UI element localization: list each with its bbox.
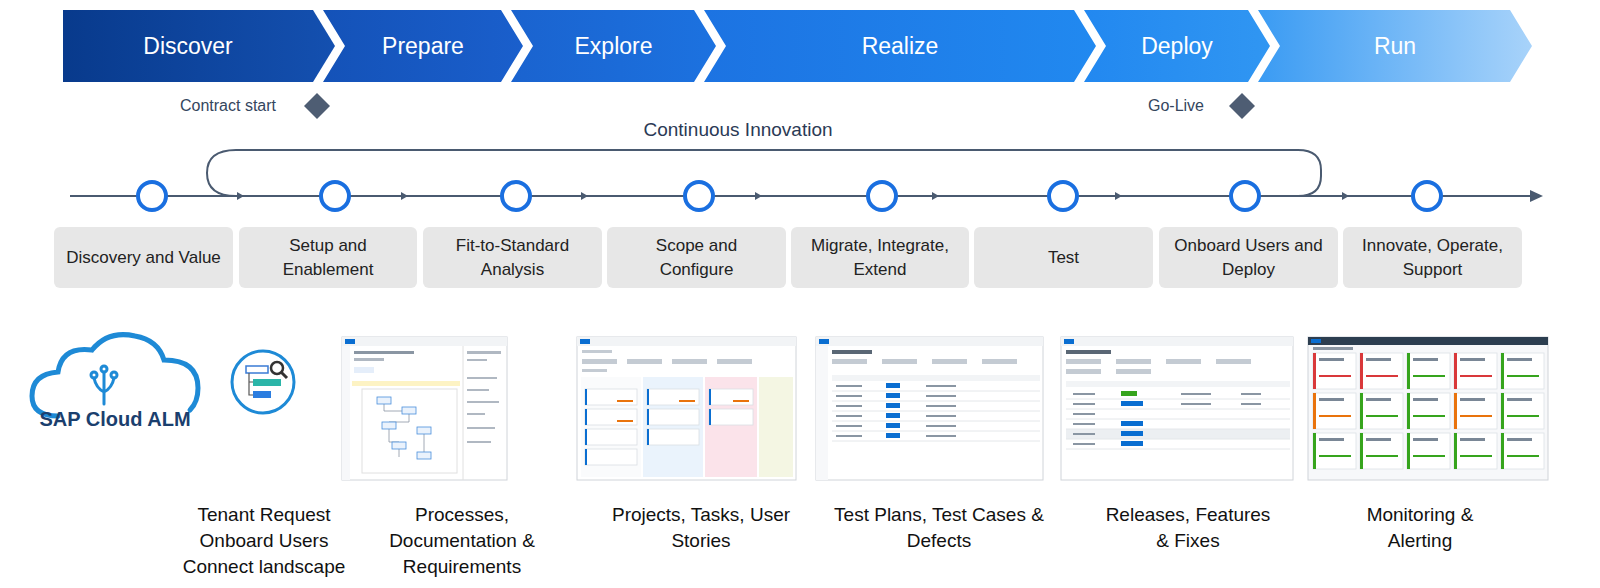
activity-name: Setup and Enablement bbox=[273, 234, 383, 282]
caption: Tenant Request bbox=[159, 502, 369, 528]
monitoring-screenshot bbox=[1308, 337, 1548, 480]
milestone-label: Go-Live bbox=[1148, 97, 1204, 115]
phase-name: Deploy bbox=[1141, 33, 1213, 60]
activity-box: Migrate, Integrate, Extend bbox=[791, 227, 969, 288]
features-screenshot bbox=[1061, 337, 1293, 480]
phase-chevron: Discover bbox=[63, 10, 335, 82]
caption: Releases, Features & Fixes bbox=[1102, 502, 1274, 554]
activity-box: Innovate, Operate, Support bbox=[1343, 227, 1522, 288]
activity-box: Setup and Enablement bbox=[239, 227, 417, 288]
timeline-arrows bbox=[237, 192, 1349, 200]
activity-name: Innovate, Operate, Support bbox=[1350, 234, 1515, 282]
activity-box: Fit-to-Standard Analysis bbox=[423, 227, 602, 288]
phase-chevron: Prepare bbox=[323, 10, 523, 82]
activity-name: Fit-to-Standard Analysis bbox=[438, 234, 588, 282]
phase-name: Prepare bbox=[382, 33, 464, 60]
caption: Test Plans, Test Cases & Defects bbox=[828, 502, 1050, 554]
activity-name: Discovery and Value bbox=[66, 246, 221, 270]
activity-name: Scope and Configure bbox=[642, 234, 752, 282]
milestone: Contract start bbox=[120, 92, 330, 120]
board-screenshot bbox=[577, 337, 796, 480]
phase-chevron: Realize bbox=[704, 10, 1096, 82]
caption: Connect landscape bbox=[159, 554, 369, 580]
activity-box: Scope and Configure bbox=[607, 227, 786, 288]
logo-text: SAP Cloud ALM bbox=[20, 406, 210, 432]
milestone-label: Contract start bbox=[180, 97, 276, 115]
milestone-diamond bbox=[304, 93, 330, 119]
activity-box: Test bbox=[974, 227, 1153, 288]
activity-name: Onboard Users and Deploy bbox=[1166, 234, 1331, 282]
phase-name: Explore bbox=[575, 33, 653, 60]
phase-markers bbox=[138, 182, 1441, 210]
activity-box: Discovery and Value bbox=[54, 227, 233, 288]
activity-box: Onboard Users and Deploy bbox=[1159, 227, 1338, 288]
caption: Monitoring & Alerting bbox=[1355, 502, 1485, 554]
phase-chevron: Deploy bbox=[1084, 10, 1270, 82]
hierarchy-icon bbox=[232, 351, 294, 413]
milestone-diamond bbox=[1229, 93, 1255, 119]
activity-name: Test bbox=[1048, 246, 1079, 270]
phase-name: Discover bbox=[143, 33, 232, 60]
testplan-screenshot bbox=[816, 337, 1043, 480]
caption: Onboard Users bbox=[159, 528, 369, 554]
phase-name: Realize bbox=[862, 33, 939, 60]
phase-name: Run bbox=[1374, 33, 1416, 60]
phase-chevron: Explore bbox=[511, 10, 716, 82]
process-screenshot bbox=[342, 337, 507, 480]
cloud-logo bbox=[32, 335, 198, 416]
timeline-head bbox=[1530, 190, 1543, 202]
activity-name: Migrate, Integrate, Extend bbox=[798, 234, 963, 282]
timeline bbox=[70, 195, 1536, 197]
loop-label: Continuous Innovation bbox=[578, 117, 898, 143]
caption: Processes, Documentation & Requirements bbox=[387, 502, 537, 580]
caption: Projects, Tasks, User Stories bbox=[604, 502, 799, 554]
milestone: Go-Live bbox=[1080, 92, 1255, 120]
phase-chevron: Run bbox=[1258, 10, 1532, 82]
innovation-loop bbox=[207, 150, 1321, 196]
